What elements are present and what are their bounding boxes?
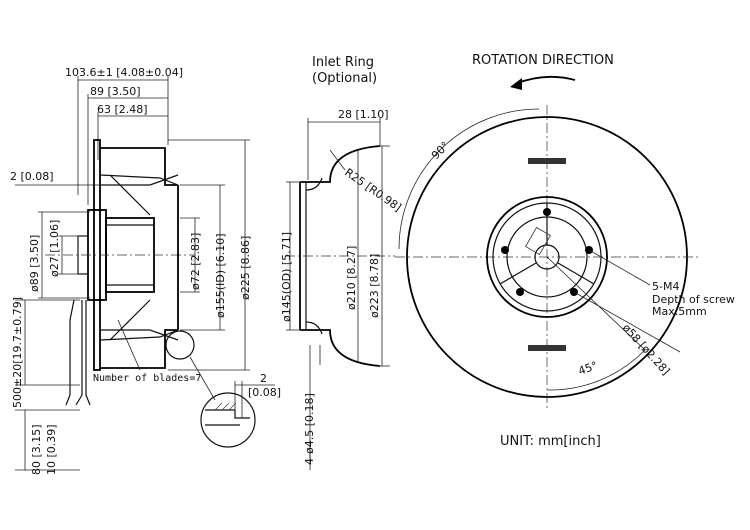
- impeller-bottom-shroud: [100, 329, 178, 369]
- screw-spec: 5-M4: [652, 280, 679, 293]
- screw-hole-1: [543, 208, 551, 216]
- rating-label: [525, 226, 551, 256]
- dim-depth-63: 63 [2.48]: [97, 103, 148, 116]
- detail-marker: [165, 330, 195, 360]
- detail-dim-value: 2: [260, 372, 267, 385]
- screw-hole-4: [516, 288, 524, 296]
- dim-radius-25: R25 [R0.98]: [342, 166, 403, 214]
- dim-cable-length: 500±20[19.7±0.79]: [11, 297, 24, 408]
- screw-hole-2: [501, 246, 509, 254]
- dim-overall-depth: 103.6±1 [4.08±0.04]: [65, 66, 183, 79]
- inlet-ring-view: Inlet Ring (Optional) 28 [1.10] R25 [R0.…: [280, 55, 404, 470]
- rotation-direction-label: ROTATION DIRECTION: [472, 53, 614, 68]
- dim-depth-28: 28 [1.10]: [338, 108, 389, 121]
- detail-view: [200, 392, 256, 448]
- label-plate-top: [528, 158, 566, 164]
- inlet-ring-title: Inlet Ring: [312, 55, 374, 70]
- unit-label: UNIT: mm[inch]: [500, 434, 601, 449]
- dim-strip-10: 10 [0.39]: [45, 424, 58, 475]
- rotation-arrowhead-icon: [510, 78, 522, 90]
- dim-inlet-id: ø155(ID) [6.10]: [214, 233, 227, 318]
- dim-od-145: ø145(OD) [5.71]: [280, 232, 293, 322]
- inlet-ring-bottom-curve: [300, 329, 381, 367]
- rotation-arrow: [514, 75, 576, 85]
- dim-motor-72: ø72 [2.83]: [189, 233, 202, 290]
- dim-flange: 2 [0.08]: [10, 170, 54, 183]
- inlet-ring-top-curve: [300, 145, 381, 183]
- angle-45-label: 45°: [577, 359, 600, 378]
- motor-hub-outer: [486, 196, 608, 318]
- screw-depth-line2: Max.5mm: [652, 305, 707, 318]
- front-view: ROTATION DIRECTION 90° 45°: [395, 53, 735, 410]
- screw-depth-line1: Depth of screw: [652, 293, 735, 306]
- dim-outer-225: ø225 [8.86]: [239, 236, 252, 300]
- dim-diameter-210: ø210 [8.27]: [345, 246, 358, 310]
- dim-depth-89: 89 [3.50]: [90, 85, 141, 98]
- dim-hub-89: ø89 [3.50]: [28, 235, 41, 292]
- dim-diameter-223: ø223 [8.78]: [368, 254, 381, 318]
- cable-wire: [75, 300, 83, 406]
- dim-bolt-circle: ø58 [ø2.28]: [620, 321, 673, 377]
- dim-hub-27: ø27 [1.06]: [48, 220, 61, 277]
- detail-dim-inch: [0.08]: [248, 386, 281, 399]
- inlet-ring-subtitle: (Optional): [312, 71, 377, 86]
- dim-mount-holes: 4-ø4.5 [0.18]: [303, 393, 316, 465]
- side-view: 103.6±1 [4.08±0.04] 89 [3.50] 63 [2.48] …: [10, 66, 281, 475]
- impeller-top-shroud: [100, 147, 178, 186]
- blades-note: Number of blades=7: [93, 373, 201, 384]
- dim-strip-80: 80 [3.15]: [30, 424, 43, 475]
- label-plate-bottom: [528, 345, 566, 351]
